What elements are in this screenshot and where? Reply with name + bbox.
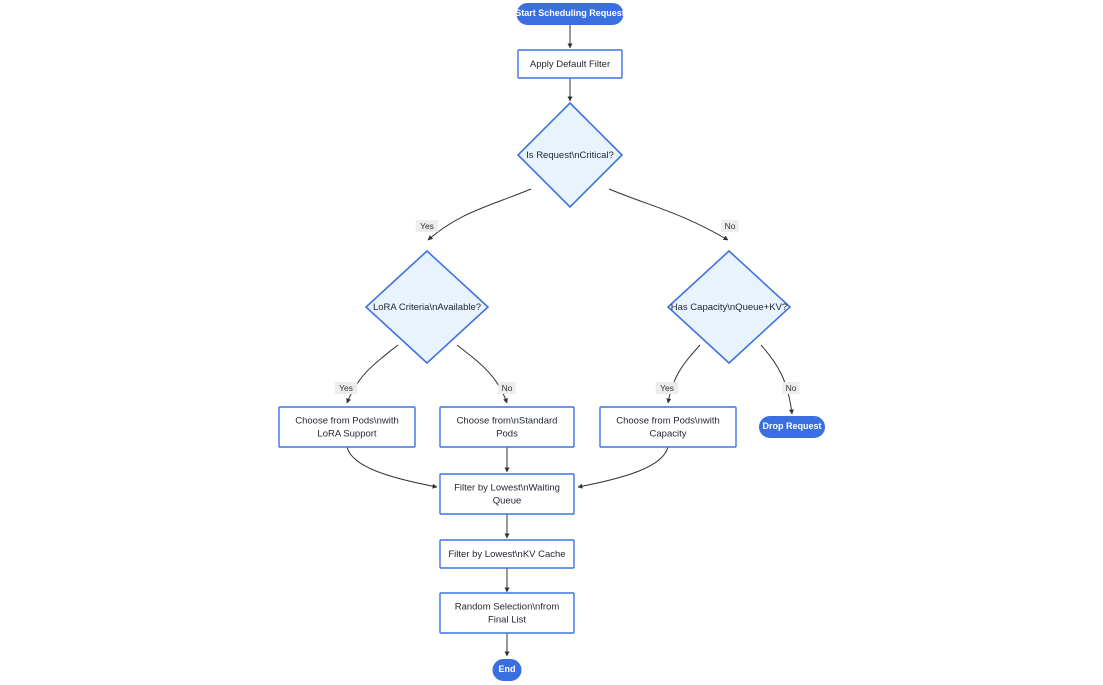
node-start[interactable]: Start Scheduling Request: [515, 3, 625, 25]
edge-label-text: No: [502, 383, 513, 393]
node-label-has_capacity: Has Capacity\nQueue+KV?: [671, 302, 787, 313]
edge-lora_criteria_available-to-choose_standard_pods: [456, 344, 508, 404]
node-shape-rect: [278, 406, 416, 448]
edge-label-background: [782, 382, 800, 394]
node-end[interactable]: End: [492, 659, 522, 681]
edge-label-background: [334, 382, 358, 394]
node-label-end: End: [499, 664, 516, 674]
node-is_request_critical[interactable]: Is Request\nCritical?: [516, 101, 624, 209]
node-shape-diamond: [666, 249, 792, 365]
node-shape-stadium: [516, 3, 624, 25]
edge-label-text: Yes: [339, 383, 353, 393]
node-shape-diamond: [364, 249, 490, 365]
edge-label-lora_criteria_available-no: No: [498, 382, 516, 394]
edge-label-text: Yes: [420, 221, 434, 231]
edges-layer: [346, 25, 794, 657]
node-has_capacity[interactable]: Has Capacity\nQueue+KV?: [666, 249, 792, 365]
edge-has_capacity-to-choose_capacity_pods: [666, 344, 701, 404]
node-apply_default_filter[interactable]: Apply Default Filter: [517, 49, 623, 79]
edge-label-background: [415, 220, 439, 232]
edge-label-background: [721, 220, 739, 232]
edge-label-background: [655, 382, 679, 394]
edge-label-has_capacity-yes: Yes: [655, 382, 679, 394]
node-label-filter_kv_cache: Filter by Lowest\nKV Cache: [448, 549, 565, 560]
node-label-apply_default_filter: Apply Default Filter: [530, 59, 610, 70]
edge-has_capacity-to-drop_request: [760, 344, 794, 415]
node-filter_kv_cache[interactable]: Filter by Lowest\nKV Cache: [439, 539, 575, 569]
edge-label-text: No: [786, 383, 797, 393]
edge-lora_criteria_available-to-choose_lora_pods: [346, 344, 399, 404]
node-lora_criteria_available[interactable]: LoRA Criteria\nAvailable?: [364, 249, 490, 365]
edge-label-has_capacity-no: No: [782, 382, 800, 394]
node-shape-rect: [439, 592, 575, 634]
node-shape-rect: [439, 539, 575, 569]
edge-label-background: [498, 382, 516, 394]
edge-label-text: No: [725, 221, 736, 231]
node-label-drop_request: Drop Request: [762, 421, 821, 431]
node-label-start: Start Scheduling Request: [515, 8, 625, 18]
edge-label-text: Yes: [660, 383, 674, 393]
node-shape-rect: [439, 406, 575, 448]
node-shape-diamond: [516, 101, 624, 209]
edge-choose_lora_pods-to-filter_waiting_queue: [346, 446, 438, 489]
node-drop_request[interactable]: Drop Request: [759, 416, 825, 438]
edge-choose_capacity_pods-to-filter_waiting_queue: [577, 446, 669, 489]
node-shape-rect: [599, 406, 737, 448]
edge-label-is_request_critical-yes: Yes: [415, 220, 439, 232]
node-label-is_request_critical: Is Request\nCritical?: [526, 150, 614, 161]
edge-label-lora_criteria_available-yes: Yes: [334, 382, 358, 394]
node-shape-rect: [439, 473, 575, 515]
edge-is_request_critical-to-has_capacity: [608, 188, 729, 241]
node-shape-stadium: [492, 659, 522, 681]
node-shape-stadium: [759, 416, 825, 438]
node-label-lora_criteria_available: LoRA Criteria\nAvailable?: [373, 302, 481, 313]
node-shape-rect: [517, 49, 623, 79]
edge-is_request_critical-to-lora_criteria_available: [427, 188, 532, 241]
edge-label-is_request_critical-no: No: [721, 220, 739, 232]
